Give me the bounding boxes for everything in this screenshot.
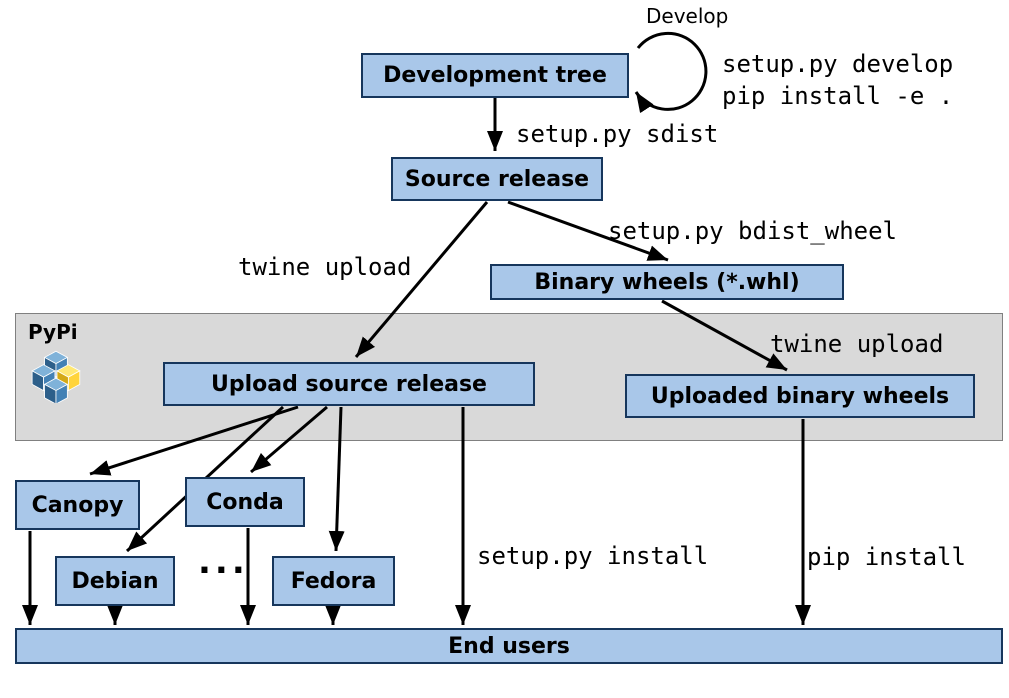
label-setup-py-bdist-wheel: setup.py bdist_wheel — [608, 217, 897, 245]
node-binary-wheels: Binary wheels (*.whl) — [490, 264, 844, 300]
edge-source-to-upload-source — [354, 201, 489, 358]
label-pip-install-editable: pip install -e . — [722, 82, 954, 110]
node-development-tree: Development tree — [361, 53, 629, 98]
node-source-release: Source release — [391, 157, 603, 201]
label-setup-py-sdist: setup.py sdist — [516, 120, 719, 148]
label-twine-upload-wheels: twine upload — [770, 330, 944, 358]
edge-upload-to-conda — [250, 405, 328, 474]
pypi-logo-icon — [31, 350, 81, 403]
node-conda: Conda — [185, 477, 305, 527]
node-fedora: Fedora — [272, 556, 395, 606]
node-canopy: Canopy — [15, 480, 140, 530]
edge-develop-self-loop — [634, 31, 708, 114]
edge-binary-to-uploaded-wheels — [661, 299, 788, 372]
label-pypi: PyPi — [28, 320, 78, 344]
edge-source-to-binary-wheels — [507, 200, 669, 262]
node-upload-source-release: Upload source release — [163, 362, 535, 406]
edge-upload-to-canopy — [89, 405, 299, 476]
label-setup-py-develop: setup.py develop — [722, 50, 954, 78]
node-uploaded-binary-wheels: Uploaded binary wheels — [625, 374, 975, 418]
label-twine-upload-source: twine upload — [238, 253, 412, 281]
label-pip-install: pip install — [807, 543, 966, 571]
label-setup-py-install: setup.py install — [477, 542, 709, 570]
node-debian: Debian — [55, 556, 175, 606]
edge-upload-to-fedora — [328, 406, 345, 552]
ellipsis-dots: ... — [198, 542, 249, 582]
node-end-users: End users — [15, 628, 1003, 664]
label-develop: Develop — [646, 4, 729, 28]
